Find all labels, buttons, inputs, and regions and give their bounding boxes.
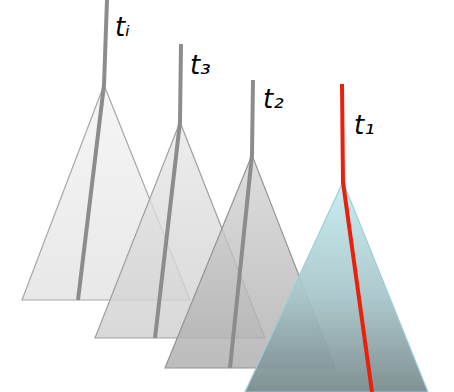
time-label: tᵢ: [115, 14, 130, 40]
time-label: t₃: [190, 52, 211, 78]
cone-front: [245, 84, 428, 392]
time-label: t₂: [263, 86, 284, 112]
time-label: t₁: [354, 112, 375, 138]
